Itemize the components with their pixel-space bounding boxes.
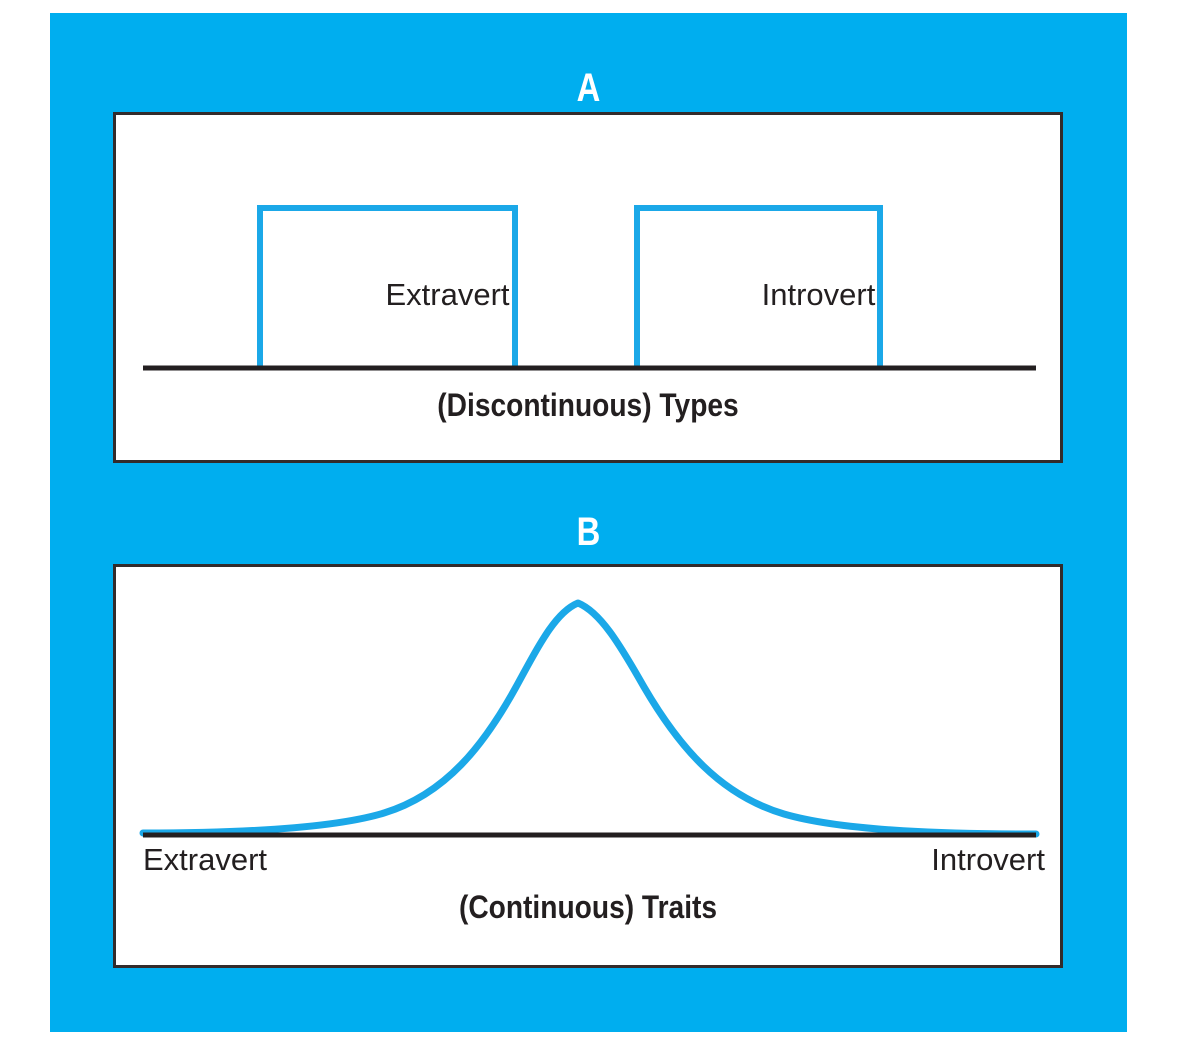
panel-letter-a: A: [576, 66, 601, 110]
panel-a-plot: [143, 205, 1036, 371]
panel-b-plot: [139, 599, 1040, 838]
step-block-introvert: [634, 205, 883, 368]
axis-label-introvert: Introvert: [931, 842, 1045, 877]
panel-a-caption: (Discontinuous) Types: [437, 387, 739, 423]
normal-distribution-curve: [139, 599, 1040, 838]
panel-b-caption: (Continuous) Traits: [458, 889, 718, 925]
axis-label-extravert: Extravert: [143, 842, 268, 877]
panel-a: Extravert Introvert (Discontinuous) Type…: [113, 112, 1063, 463]
block-label-extravert: Extravert: [385, 277, 510, 312]
step-block-extravert: [257, 205, 518, 368]
panel-b: Extravert Introvert (Continuous) Traits: [113, 564, 1063, 968]
block-label-introvert: Introvert: [761, 277, 876, 312]
panel-letter-b: B: [576, 510, 601, 554]
figure-container: A Extravert Introvert (Discontinuous) Ty…: [50, 13, 1127, 1032]
